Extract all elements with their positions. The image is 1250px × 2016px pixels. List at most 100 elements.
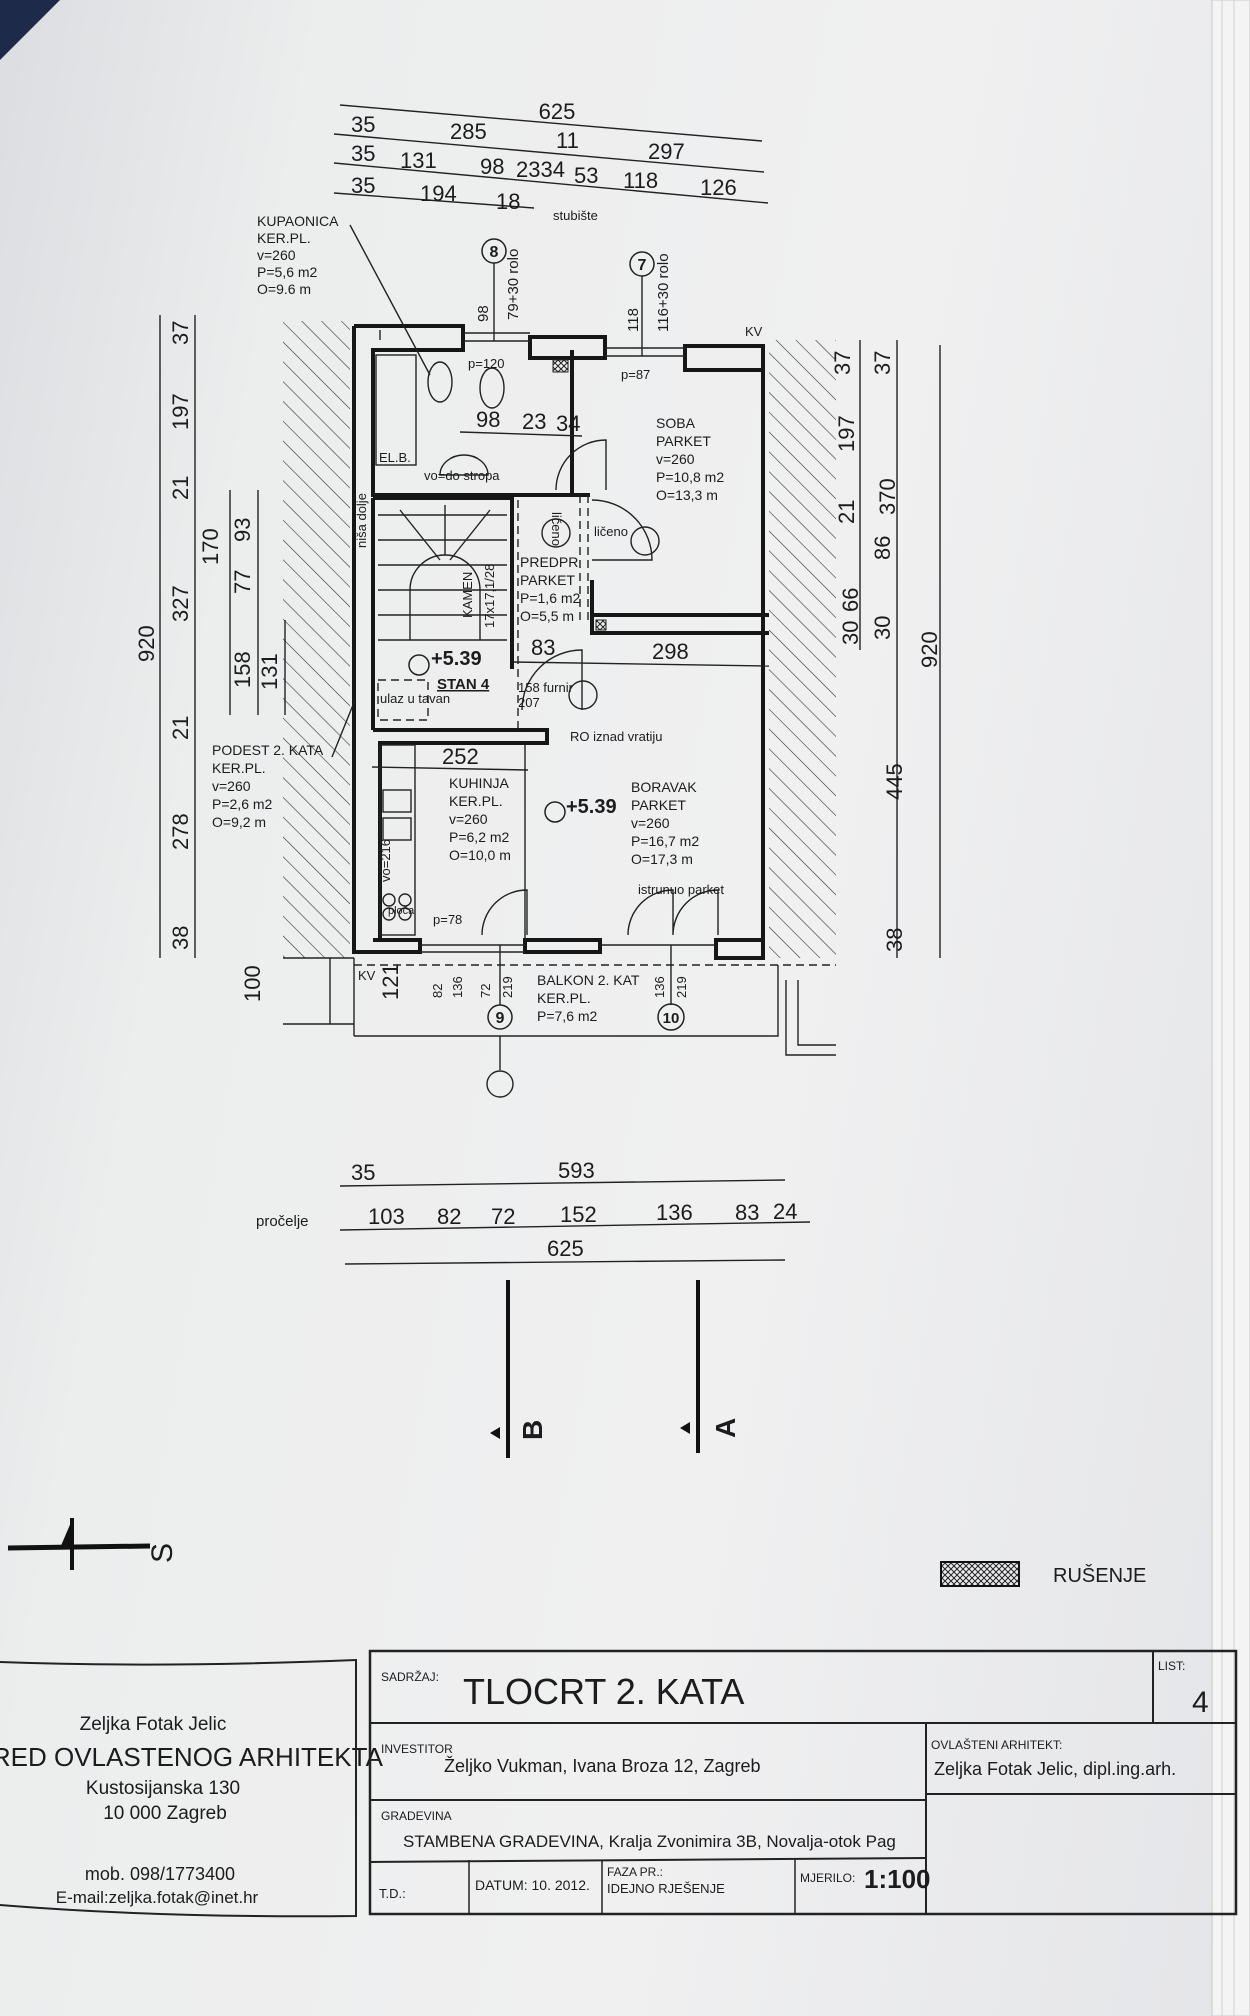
- room-area: P=7,6 m2: [537, 1008, 598, 1024]
- room-floor: KER.PL.: [257, 230, 311, 246]
- room-name: KUHINJA: [449, 775, 510, 791]
- paper-stack-edge: [1211, 0, 1250, 2016]
- dim: 24: [773, 1199, 797, 1224]
- window-7: 7 118 116+30 rolo p=87: [621, 251, 672, 382]
- dim: 37: [168, 321, 193, 345]
- room-name: PODEST 2. KATA: [212, 742, 324, 758]
- right-dimensions: 37 197 21 66 30 37 370 86 30 445 38 920: [830, 340, 942, 958]
- room-name: PREDPR: [520, 554, 578, 570]
- field-label: INVESTITOR: [381, 1742, 453, 1756]
- dim: 297: [648, 139, 685, 164]
- level-marker-icon: [408, 654, 430, 676]
- dim: 170: [198, 528, 223, 565]
- office-city: 10 000 Zagreb: [103, 1803, 227, 1824]
- dim: 21: [168, 476, 193, 500]
- dim: 100: [240, 965, 265, 1002]
- dim: 131: [257, 653, 282, 690]
- walls: [283, 224, 836, 1098]
- room-perimeter: O=9,2 m: [212, 814, 266, 830]
- room-area: P=10,8 m2: [656, 469, 724, 485]
- dim-total-width: 625: [547, 1236, 584, 1261]
- room-height: v=260: [257, 247, 296, 263]
- note: ploča: [388, 905, 415, 917]
- dim: 152: [560, 1202, 597, 1227]
- office-title: URED OVLASTENOG ARHITEKTA: [0, 1742, 384, 1772]
- dim: 370: [875, 478, 900, 515]
- dim: 126: [700, 175, 737, 200]
- note: niša dolje: [354, 493, 369, 548]
- dim: 136: [652, 976, 667, 998]
- window-number: 7: [638, 257, 647, 274]
- room-area: P=16,7 m2: [631, 833, 699, 849]
- room-name: BORAVAK: [631, 779, 697, 795]
- note: KAMEN: [460, 572, 475, 618]
- dim: 136: [450, 976, 465, 998]
- dim: 35: [351, 112, 375, 137]
- window-spec: 116+30 rolo: [655, 253, 672, 332]
- room-area: P=6,2 m2: [449, 829, 510, 845]
- apartment-label: STAN 4: [437, 676, 490, 693]
- north-arrow-icon: S: [7, 1518, 179, 1570]
- dim: 194: [420, 181, 457, 206]
- dim: 121: [378, 963, 403, 1000]
- room-kuhinja: KUHINJA KER.PL. v=260 P=6,2 m2 O=10,0 m: [449, 775, 511, 863]
- note: ličeno: [549, 512, 564, 546]
- room-area: P=1,6 m2: [520, 590, 581, 606]
- room-height: v=260: [631, 815, 670, 831]
- dim: 30: [838, 621, 863, 645]
- dim: 21: [834, 500, 859, 524]
- note: RO iznad vratiju: [570, 729, 662, 744]
- level-elevation: +5.39: [431, 648, 482, 670]
- adjacent-building-hatch-right: [769, 340, 836, 958]
- bidet: [479, 367, 505, 409]
- window-height: 98: [475, 305, 492, 322]
- legend: RUŠENJE: [940, 1561, 1146, 1587]
- kv-note: KV: [745, 324, 763, 339]
- room-perimeter: O=17,3 m: [631, 851, 693, 867]
- room-floor: KER.PL.: [537, 990, 591, 1006]
- field-label: SADRŽAJ:: [381, 1669, 439, 1684]
- investor: Željko Vukman, Ivana Broza 12, Zagreb: [444, 1756, 761, 1776]
- dim: 2334: [516, 157, 565, 182]
- bathtub: [375, 354, 417, 466]
- architect: Zeljka Fotak Jelic, dipl.ing.arh.: [934, 1759, 1176, 1779]
- background-corner: [0, 0, 60, 60]
- staircase: [378, 505, 507, 641]
- room-balkon: BALKON 2. KAT KER.PL. P=7,6 m2: [537, 972, 640, 1024]
- sheet-number: 4: [1192, 1686, 1209, 1719]
- window-8: 8 98 79+30 rolo p=120: [468, 238, 522, 371]
- dim: 197: [834, 415, 859, 452]
- dim: 72: [478, 984, 493, 998]
- north-label: S: [146, 1543, 179, 1563]
- room-floor: PARKET: [520, 572, 575, 588]
- window-9: 82 136 72 219 9: [430, 945, 515, 1030]
- dim: 38: [168, 926, 193, 950]
- room-boravak: BORAVAK PARKET v=260 P=16,7 m2 O=17,3 m: [631, 779, 699, 867]
- dim: 445: [882, 763, 907, 800]
- room-perimeter: O=5,5 m: [520, 608, 574, 624]
- dim: 21: [168, 716, 193, 740]
- toilet: [427, 361, 453, 403]
- dim: 82: [430, 984, 445, 998]
- dim-total-depth: 920: [917, 631, 942, 668]
- dim: 285: [450, 119, 487, 144]
- facade-label: pročelje: [256, 1213, 309, 1230]
- dim: 82: [437, 1204, 461, 1229]
- field-label: GRADEVINA: [381, 1809, 452, 1823]
- legend-label: RUŠENJE: [1053, 1564, 1146, 1587]
- dim: 252: [442, 744, 479, 769]
- dim: 66: [838, 588, 863, 612]
- attic-hatch: [377, 679, 429, 721]
- window-number: 9: [496, 1010, 505, 1027]
- dim: 18: [496, 189, 520, 214]
- section-a: A: [680, 1280, 741, 1453]
- dim: 23: [522, 409, 546, 434]
- dim: 53: [574, 163, 598, 188]
- room-name: BALKON 2. KAT: [537, 972, 640, 988]
- room-floor: KER.PL.: [449, 793, 503, 809]
- field-label: MJERILO:: [800, 1871, 855, 1885]
- note: 17x17,1/28: [482, 564, 497, 628]
- dim: 219: [674, 976, 689, 998]
- window-number: 10: [663, 1010, 680, 1027]
